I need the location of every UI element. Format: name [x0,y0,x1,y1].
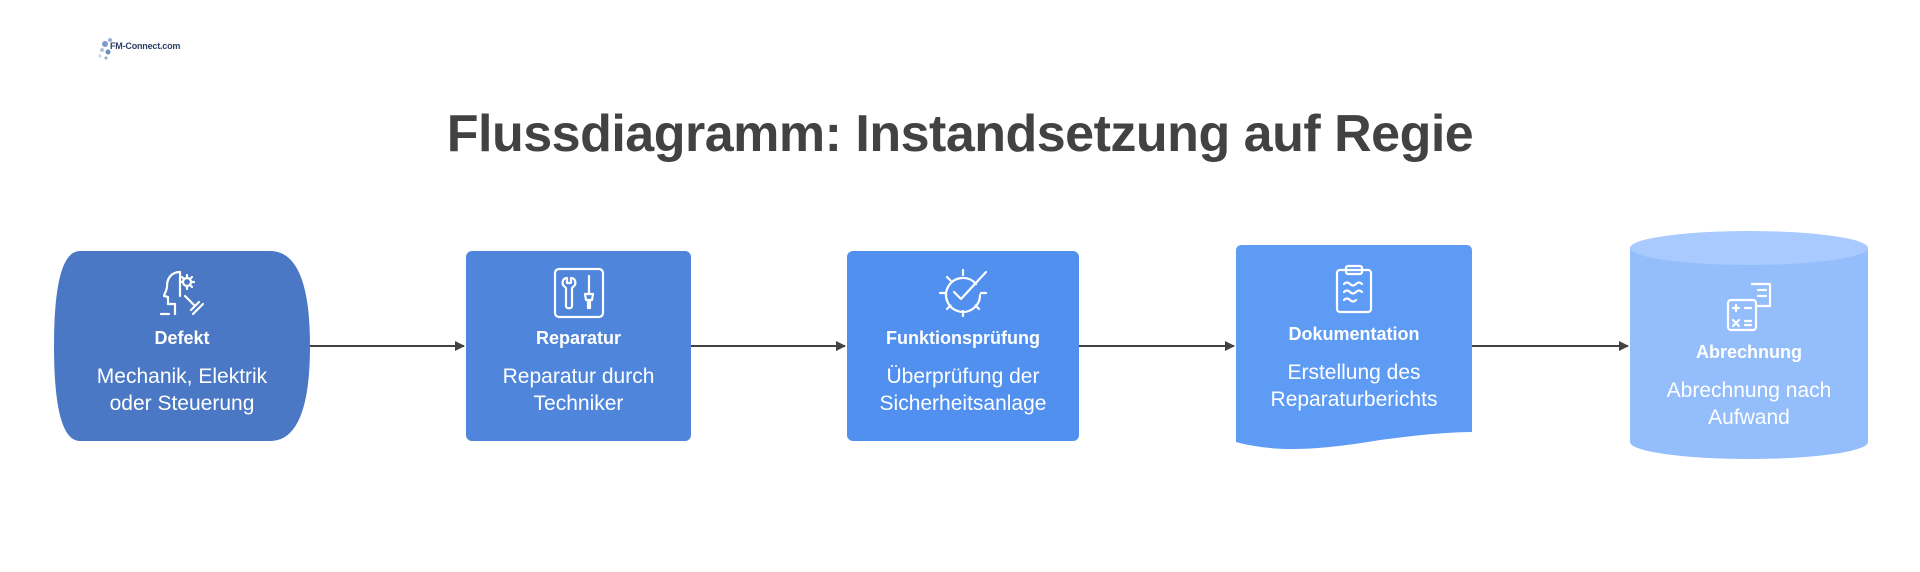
calculator-icon [1726,282,1772,332]
node-abrechnung-description: Abrechnung nach Aufwand [1666,379,1832,429]
clipboard-icon [1335,264,1373,314]
logo-text: FM-Connect.com [110,41,181,51]
node-defekt-label: Defekt [154,328,210,348]
node-dokumentation: Dokumentation Erstellung des Reparaturbe… [1236,262,1472,413]
node-reparatur-description: Reparatur durch Techniker [502,365,655,415]
person-gear-icon [159,270,205,316]
node-funktionspruefung-label: Funktionsprüfung [886,328,1040,348]
gear-check-icon [938,268,988,318]
node-abrechnung-shape [1630,248,1868,459]
diagram-title: Flussdiagramm: Instandsetzung auf Regie [446,105,1474,163]
node-reparatur-label: Reparatur [535,328,622,348]
node-dokumentation-description: Erstellung des Reparaturberichts [1270,361,1438,411]
logo-icon [98,38,112,60]
node-defekt-shape [54,251,310,441]
node-defekt: Defekt Mechanik, Elektrik oder Steuerung [54,266,310,417]
node-dokumentation-label: Dokumentation [1288,324,1420,344]
node-defekt-description: Mechanik, Elektrik oder Steuerung [96,365,268,415]
node-abrechnung-top [1630,231,1868,265]
node-reparatur-shape [466,251,691,441]
tools-icon [553,267,604,319]
node-dokumentation-shape [1236,245,1472,449]
node-funktionspruefung: Funktionsprüfung Überprüfung der Sicherh… [847,266,1079,417]
node-abrechnung: Abrechnung Abrechnung nach Aufwand [1630,280,1868,431]
node-funktionspruefung-description: Überprüfung der Sicherheitsanlage [879,365,1047,415]
node-abrechnung-label: Abrechnung [1696,342,1802,362]
node-funktionspruefung-shape [847,251,1079,441]
node-reparatur: Reparatur Reparatur durch Techniker [466,266,691,417]
